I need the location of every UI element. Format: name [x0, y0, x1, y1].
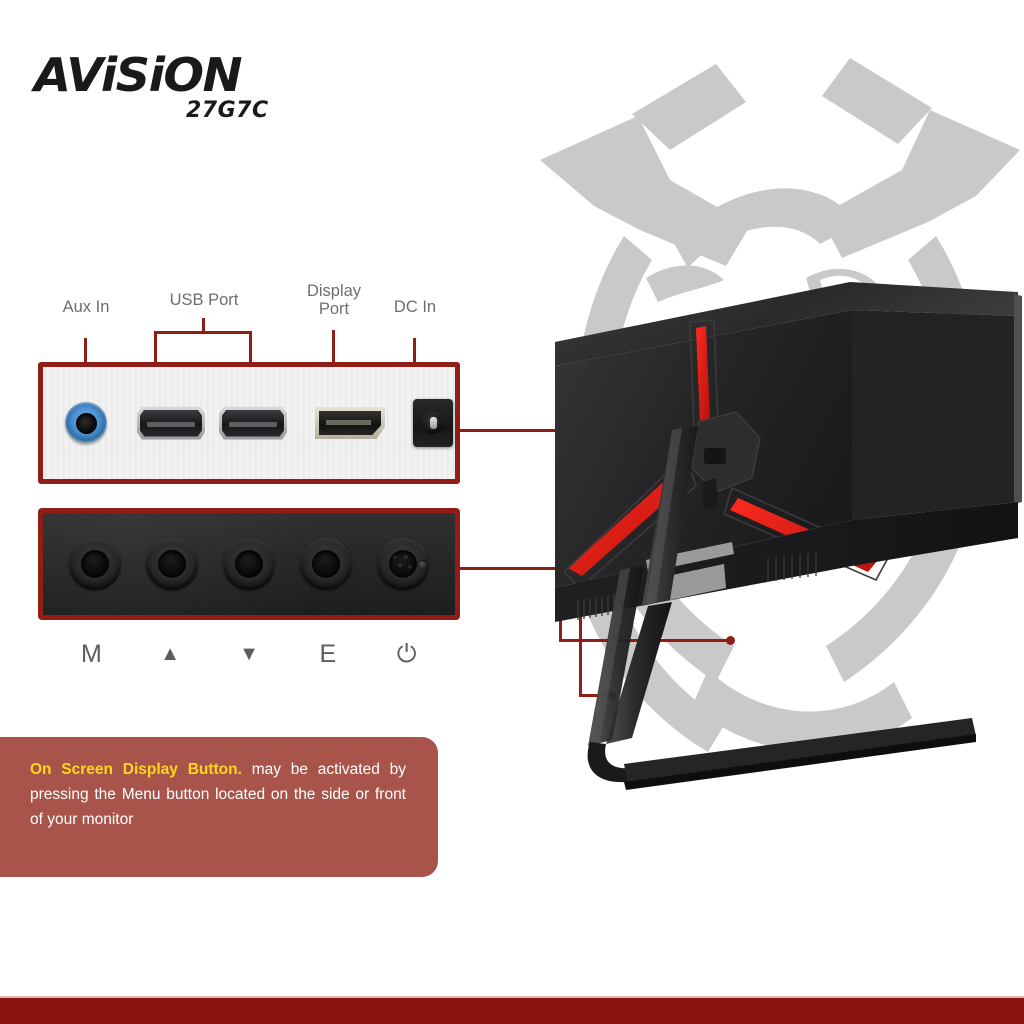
power-led-icon — [418, 559, 427, 569]
osd-button-panel — [38, 508, 460, 620]
arrow-down-icon[interactable] — [222, 538, 275, 590]
caption-highlight: On Screen Display Button. — [30, 761, 242, 778]
leader-line-port-panel-h1 — [460, 429, 562, 432]
port-panel — [38, 362, 460, 484]
label-display-port: Display Port — [306, 282, 362, 319]
monitor-rear-illustration — [520, 270, 1024, 800]
osd-button-labels: M ▲ ▼ E ⏻ — [38, 634, 460, 674]
bracket-usb-port — [154, 331, 252, 364]
bracket-stem-usb-port — [202, 318, 205, 334]
label-dc-in: DC In — [393, 298, 437, 316]
bottom-accent-bar — [0, 998, 1024, 1024]
arrow-up-icon[interactable] — [146, 538, 199, 590]
button-label-down: ▼ — [239, 643, 259, 665]
leader-line-button-panel-h2 — [579, 694, 613, 697]
label-usb-port: USB Port — [169, 291, 239, 309]
tick-aux-in — [84, 338, 87, 364]
port-callout-labels: Aux In USB Port Display Port DC In — [0, 0, 520, 380]
caption-body: may be activated by pressing the Menu bu… — [30, 761, 406, 829]
hdmi-port-icon[interactable] — [219, 406, 287, 440]
button-label-exit: E — [319, 639, 337, 668]
osd-caption-box: On Screen Display Button. may be activat… — [0, 737, 438, 877]
label-aux-in: Aux In — [62, 298, 110, 316]
audio-jack-icon[interactable] — [65, 402, 107, 444]
brand-name: AViSiON — [34, 48, 243, 102]
power-icon[interactable] — [376, 538, 429, 590]
button-label-up: ▲ — [160, 643, 181, 665]
hdmi-port-icon[interactable] — [137, 406, 205, 440]
menu-button-icon[interactable] — [69, 538, 122, 590]
brand-model: 27G7C — [186, 98, 269, 123]
leader-line-button-panel-h1 — [460, 567, 582, 570]
leader-line-button-panel-v — [579, 567, 582, 697]
dc-barrel-jack-icon[interactable] — [413, 399, 453, 447]
displayport-icon[interactable] — [315, 407, 385, 439]
exit-button-icon[interactable] — [299, 538, 352, 590]
tick-display-port — [332, 330, 335, 364]
button-label-power: ⏻ — [396, 639, 417, 668]
leader-dot-port-panel — [726, 636, 735, 645]
brand-logo: AViSiON 27G7C — [34, 52, 334, 132]
tick-dc-in — [413, 338, 416, 364]
button-label-menu: M — [80, 639, 102, 668]
bottom-bar-hairline — [0, 996, 1024, 998]
